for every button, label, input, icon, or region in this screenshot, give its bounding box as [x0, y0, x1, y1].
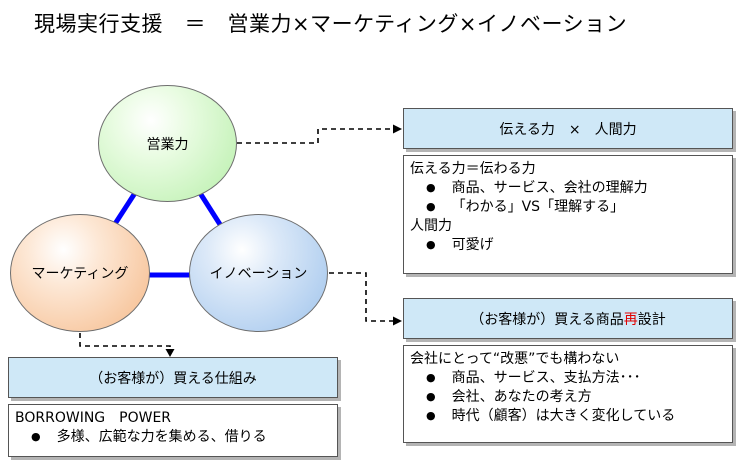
redesign-header-accent: 再 — [623, 311, 638, 328]
panel-bullet: 商品、サービス、支払方法･･･ — [410, 369, 726, 388]
mechanism-panel: BORROWING POWER 多様、広範な力を集める、借りる — [8, 404, 338, 457]
redesign-panel: 会社にとって“改悪”でも構わない 商品、サービス、支払方法･･･ 会社、あなたの… — [403, 345, 733, 443]
arrow-marketing-to-mechanism — [79, 333, 171, 350]
panel-bullet: 会社、あなたの考え方 — [410, 388, 726, 407]
arrowhead-mechanism — [165, 349, 175, 357]
link-sales-innovation — [197, 191, 224, 228]
circle-sales-label: 営業力 — [146, 136, 189, 153]
redesign-header-post: 設計 — [637, 311, 666, 328]
mechanism-header-text: （お客様が）買える仕組み — [89, 370, 257, 387]
arrowhead-redesign — [393, 316, 402, 326]
panel-bullet: 商品、サービス、会社の理解力 — [410, 179, 726, 198]
arrow-innovation-to-redesign — [329, 272, 394, 322]
circle-marketing-label: マーケティング — [31, 266, 129, 282]
arrow-sales-to-communication — [237, 128, 394, 144]
communication-panel: 伝える力＝伝わる力 商品、サービス、会社の理解力 「わかる」VS「理解する」 人… — [403, 155, 733, 274]
panel-line: 会社にとって“改悪”でも構わない — [410, 351, 620, 367]
communication-header-text: 伝える力 × 人間力 — [499, 121, 637, 138]
communication-header: 伝える力 × 人間力 — [403, 108, 733, 149]
panel-line: 人間力 — [410, 218, 452, 234]
panel-line: BORROWING POWER — [15, 410, 172, 426]
circle-marketing: マーケティング — [10, 214, 150, 332]
mechanism-header: （お客様が）買える仕組み — [8, 357, 338, 398]
page-title: 現場実行支援 ＝ 営業力×マーケティング×イノベーション — [34, 12, 628, 36]
circle-innovation-label: イノベーション — [209, 266, 308, 282]
circle-innovation: イノベーション — [189, 214, 328, 332]
panel-line: 伝える力＝伝わる力 — [410, 161, 536, 177]
panel-bullet: 可愛げ — [410, 236, 726, 255]
arrowhead-communication — [393, 124, 402, 134]
redesign-header: （お客様が）買える商品再設計 — [403, 298, 733, 339]
panel-bullet: 「わかる」VS「理解する」 — [410, 198, 726, 217]
panel-bullet: 時代（顧客）は大きく変化している — [410, 407, 726, 426]
panel-bullet: 多様、広範な力を集める、借りる — [15, 428, 331, 447]
circle-sales: 営業力 — [98, 85, 237, 202]
redesign-header-pre: （お客様が）買える商品 — [470, 311, 624, 328]
